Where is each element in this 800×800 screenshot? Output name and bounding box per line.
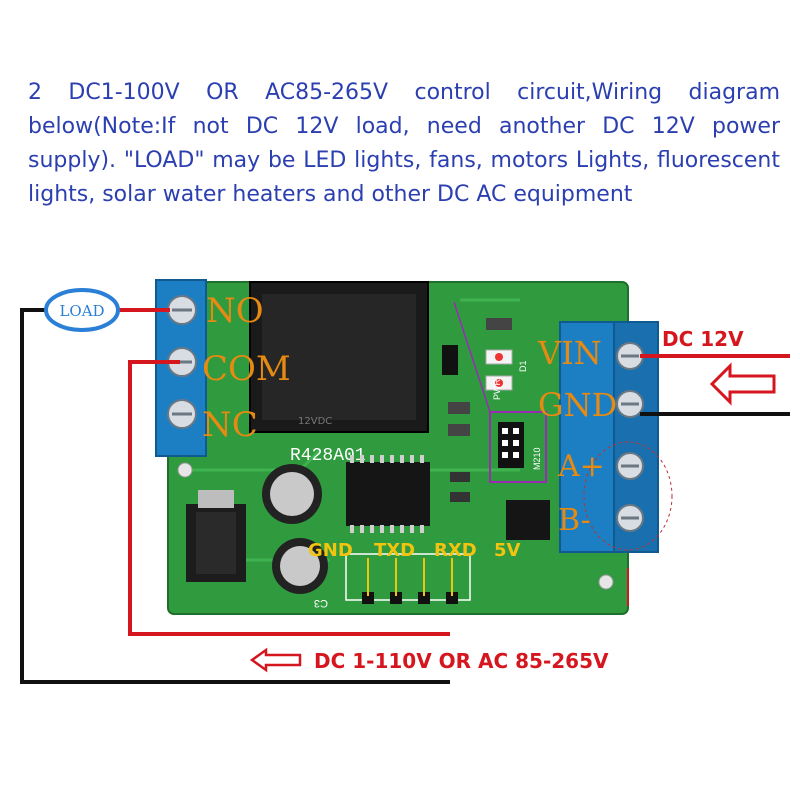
wire-com [128, 360, 450, 636]
terminal-b-minus: B- [558, 503, 591, 538]
load-ellipse [44, 288, 120, 332]
transceiver-ic [506, 500, 550, 540]
ic-mark: M210 [532, 447, 542, 470]
svg-text:12VDC: 12VDC [298, 416, 332, 427]
input-voltage-label: DC 1-110V OR AC 85-265V [314, 649, 609, 673]
terminal-nc: NC [202, 405, 258, 445]
mount-hole [177, 462, 193, 478]
uart-pin-txd: TXD [374, 540, 415, 561]
uart-pin-rxd: RXD [434, 540, 477, 561]
board-label: R428A01 [290, 446, 366, 466]
led-label-pwr: PWR [492, 379, 502, 400]
uart-pin-gnd: GND [308, 540, 353, 561]
capacitor-label: C3 [314, 597, 328, 609]
description-text: 2 DC1-100V OR AC85-265V control circuit,… [28, 80, 780, 207]
ic-module [453, 301, 547, 483]
ab-highlight [583, 441, 673, 551]
mount-hole [598, 574, 614, 590]
capacitors [262, 464, 328, 594]
uart-header [345, 553, 471, 604]
relay: 12VDC [249, 281, 429, 433]
terminal-gnd: GND [538, 386, 617, 424]
uart-pin-5v: 5V [494, 540, 521, 561]
power-label: DC 12V [662, 327, 744, 351]
arrow-left-outline-icon [709, 362, 776, 406]
wire-load-return [20, 308, 450, 684]
terminal-a-plus: A+ [557, 449, 605, 484]
terminal-com: COM [202, 349, 291, 389]
right-terminal-block [559, 321, 673, 553]
arrow-left-icon [249, 647, 302, 673]
load-label: LOAD [59, 302, 104, 320]
smd-components [442, 318, 513, 502]
terminal-vin: VIN [537, 334, 602, 372]
voltage-regulator [186, 490, 246, 582]
left-terminal-block [155, 279, 207, 457]
terminal-no: NO [206, 291, 264, 331]
led-label-d1: D1 [518, 360, 528, 372]
main-ic [346, 455, 430, 533]
wires [20, 308, 790, 684]
